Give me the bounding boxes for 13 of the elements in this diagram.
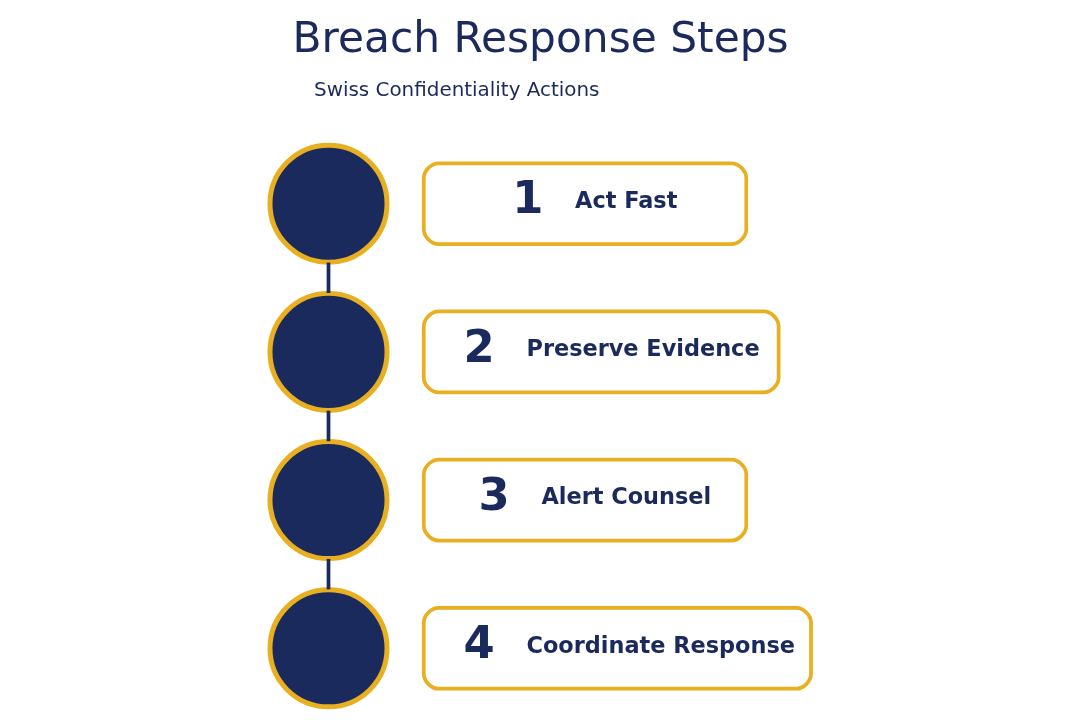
label: Swiss Confidentiality Actions <box>313 78 599 102</box>
connector <box>326 558 330 590</box>
node-circle <box>267 290 389 413</box>
node-box: 2 Preserve Evidence <box>421 309 780 395</box>
connector <box>326 410 330 442</box>
node-circle <box>267 142 389 265</box>
node-circle <box>267 587 389 710</box>
diagram-title: Breach Response Steps <box>291 13 789 63</box>
node-box: 3 Alert Counsel <box>421 457 748 543</box>
node-box: 4 Coordinate Response <box>421 605 813 691</box>
connector <box>326 262 330 293</box>
node-box: 1 Act Fast <box>421 161 748 247</box>
node-circle <box>267 439 389 562</box>
